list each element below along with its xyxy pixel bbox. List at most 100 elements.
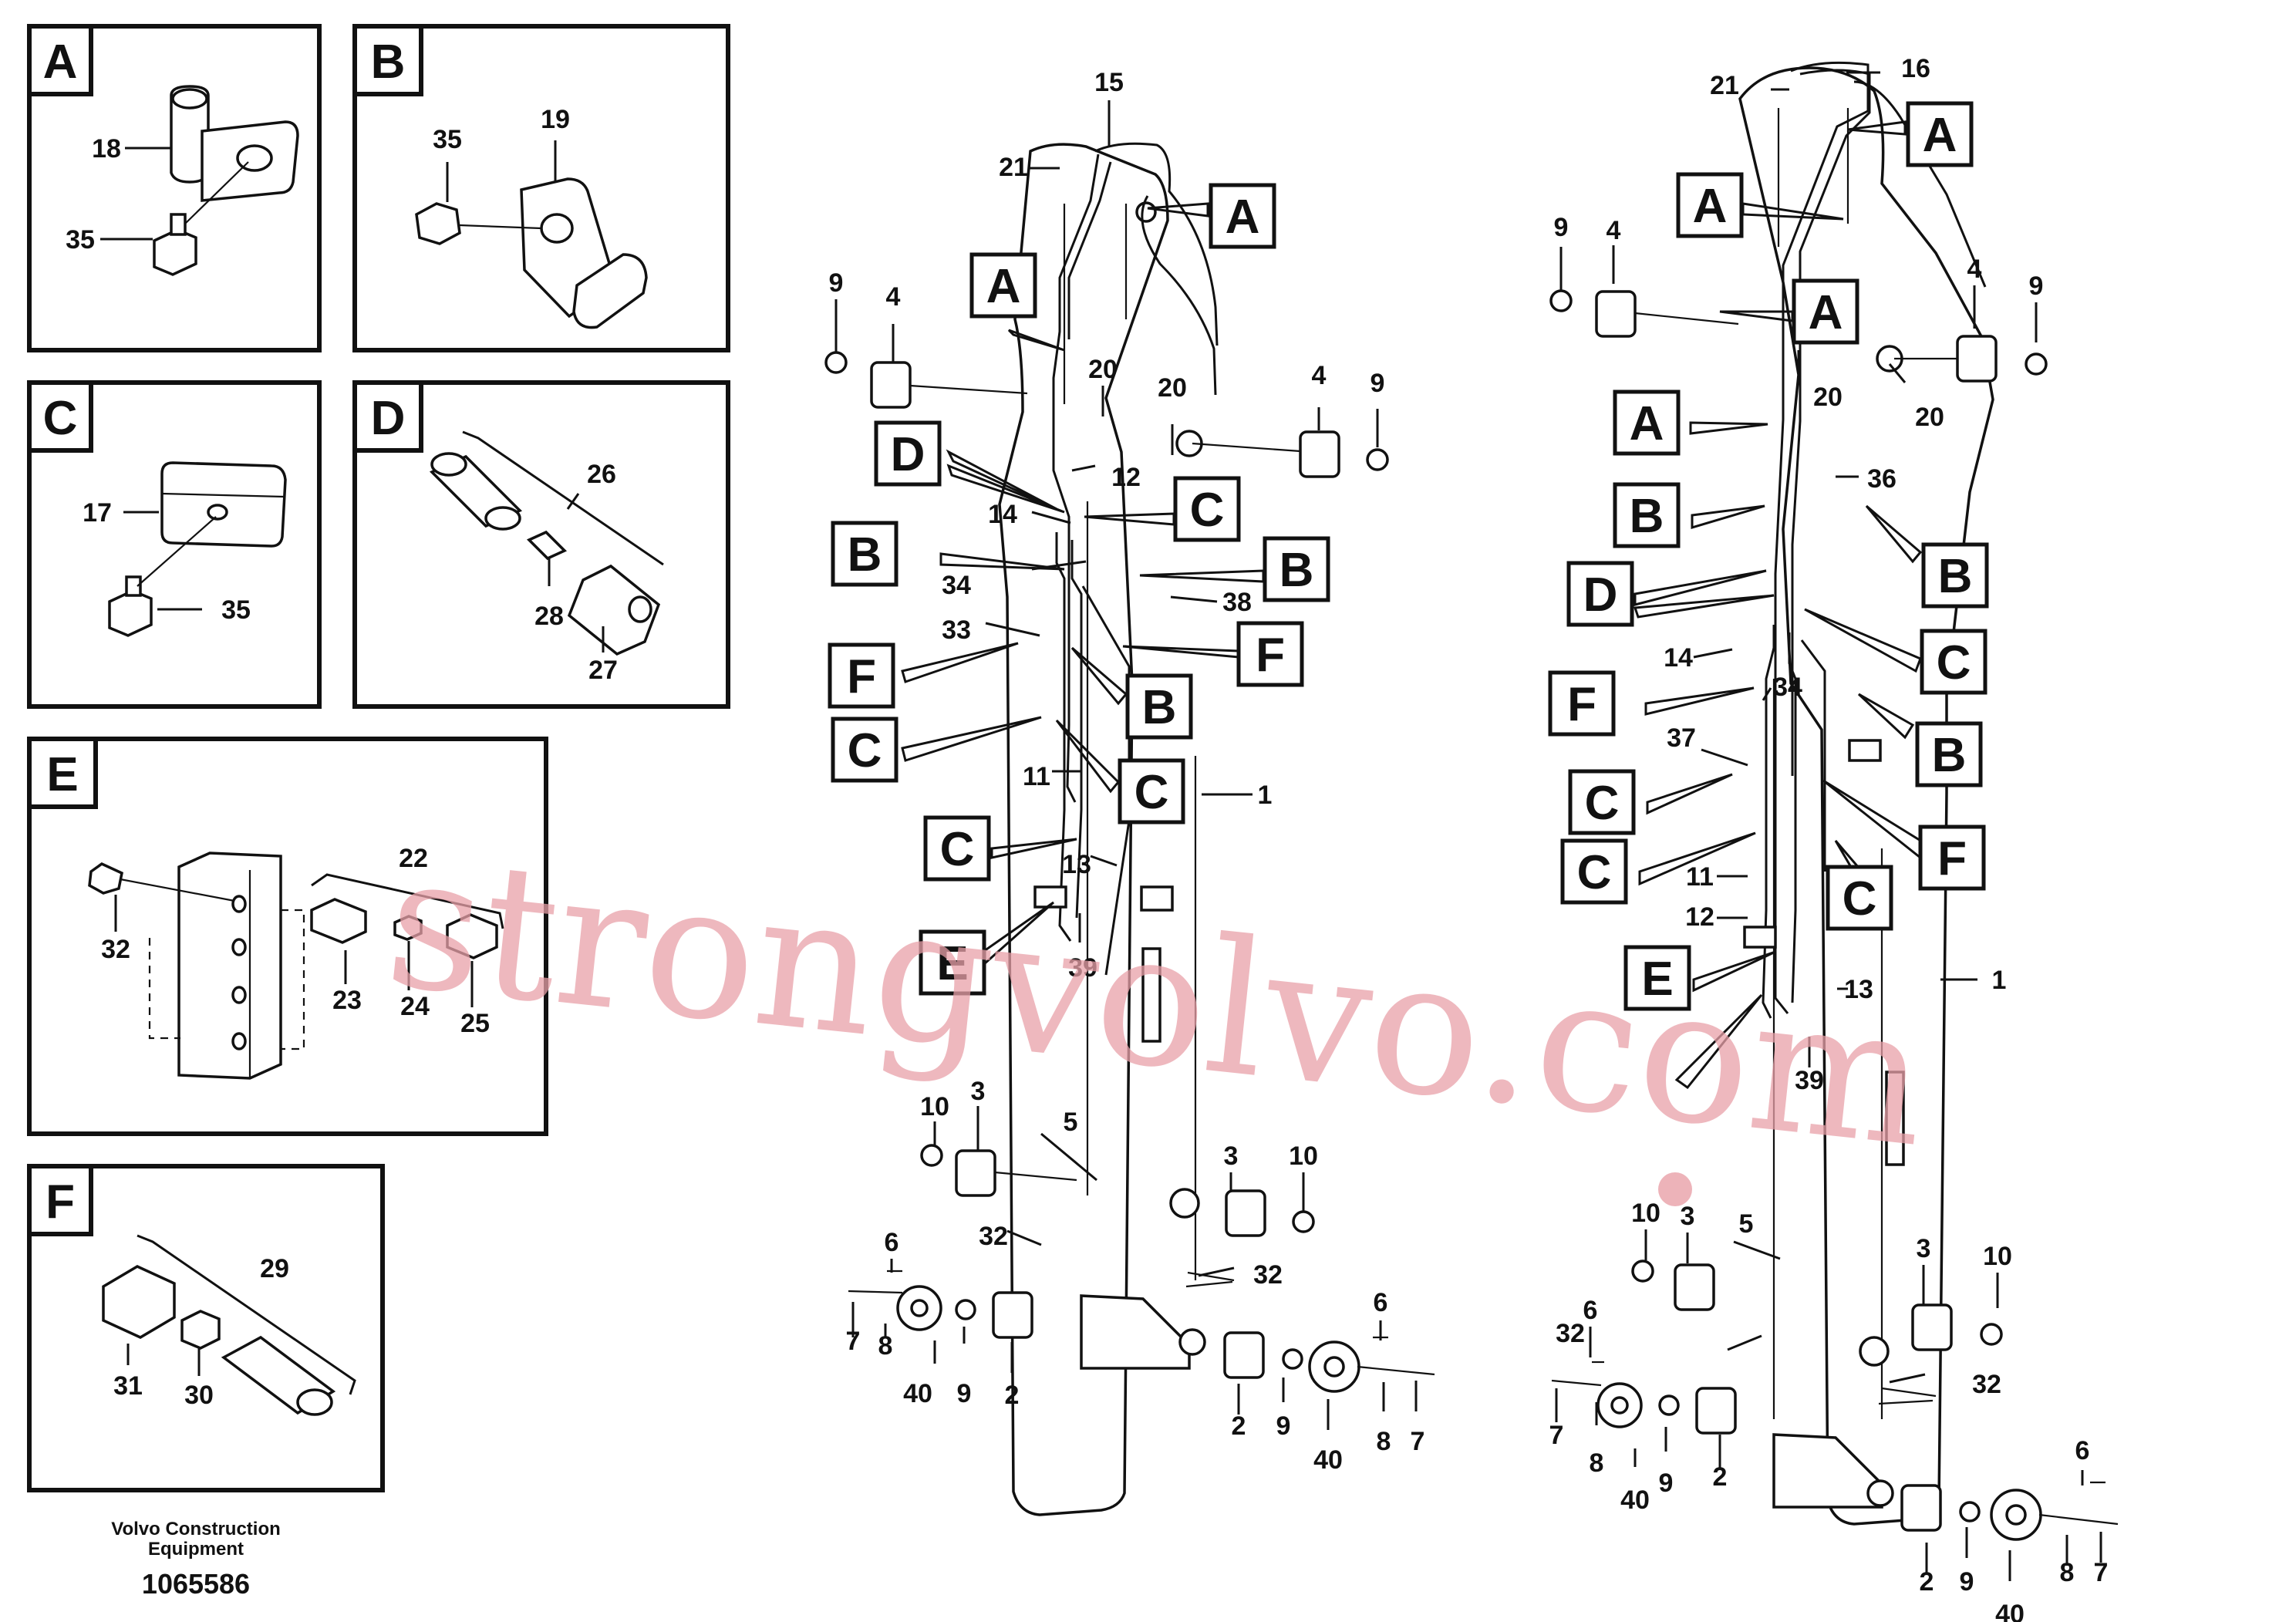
panel-d-label-26: 26 <box>587 460 616 489</box>
right-boom-callout-tag-letter: F <box>1937 832 1967 885</box>
left-boom-part-label-21: 21 <box>999 153 1028 182</box>
right-boom-callout-tag-b-5: B <box>1613 482 1681 548</box>
panel-b-letter: B <box>371 35 406 89</box>
panel-e-label-23: 23 <box>332 986 362 1015</box>
left-boom-callout-tag-letter: C <box>1135 766 1169 819</box>
right-boom-part-label-32: 32 <box>1556 1319 1585 1348</box>
right-boom-part-label-6: 6 <box>1583 1296 1598 1325</box>
left-boom-part-label-8: 8 <box>1377 1427 1391 1456</box>
left-boom-callout-tag-c-12: C <box>923 815 991 882</box>
right-boom-part-label-7: 7 <box>1549 1421 1564 1450</box>
right-boom-callout-tag-letter: A <box>1630 397 1664 450</box>
left-boom-callout-tag-b-5: B <box>831 521 899 587</box>
left-boom-part-label-6: 6 <box>1374 1288 1388 1317</box>
right-boom-part-label-1: 1 <box>1992 966 2007 995</box>
detail-panel-a: A 18 35 <box>27 24 322 352</box>
left-boom-callout-tag-a-1: A <box>1209 183 1276 249</box>
company-name-line2: Equipment <box>148 1539 244 1560</box>
right-boom-callout-tag-b-9: B <box>1915 721 1983 787</box>
left-boom-callout-tag-letter: A <box>1226 191 1260 244</box>
left-boom-part-label-9: 9 <box>1371 369 1385 398</box>
left-boom-part-label-39: 39 <box>1068 953 1097 983</box>
right-boom-callout-tag-c-7: C <box>1920 629 1988 695</box>
detail-panel-f: F 29 31 30 <box>27 1164 385 1492</box>
right-boom-part-label-39: 39 <box>1795 1066 1824 1095</box>
left-boom-callout-tag-letter: F <box>847 650 876 703</box>
right-boom-part-label-8: 8 <box>2060 1558 2075 1587</box>
panel-c-label-35: 35 <box>221 595 251 625</box>
left-boom-part-label-13: 13 <box>1062 850 1091 879</box>
panel-a-label-35: 35 <box>66 225 95 255</box>
right-boom-part-label-20: 20 <box>1813 383 1843 412</box>
panel-e-label-22: 22 <box>399 844 428 873</box>
left-boom-callout-tag-letter: E <box>936 937 968 990</box>
left-boom-callout-tag-letter: B <box>1142 681 1177 734</box>
panel-e-letter: E <box>46 748 78 801</box>
left-boom-callout-tag-letter: B <box>1279 544 1314 597</box>
left-boom-callout-tag-letter: A <box>986 260 1021 313</box>
left-boom-part-label-8: 8 <box>878 1331 893 1361</box>
left-boom-part-label-7: 7 <box>846 1327 861 1356</box>
left-boom-part-label-32: 32 <box>1253 1260 1283 1290</box>
right-boom-part-label-9: 9 <box>2029 271 2044 301</box>
right-boom-callout-tag-letter: C <box>1577 846 1612 899</box>
panel-b-label-19: 19 <box>541 105 570 134</box>
right-boom-callout-tag-letter: A <box>1923 109 1957 162</box>
right-boom-part-label-36: 36 <box>1867 464 1896 494</box>
right-boom-callout-tag-c-12: C <box>1568 769 1636 835</box>
panel-e-label-25: 25 <box>460 1009 490 1038</box>
panel-f-label-29: 29 <box>260 1254 289 1283</box>
left-boom-assembly <box>824 100 1435 1516</box>
left-boom-callout-tag-letter: C <box>848 724 882 777</box>
left-boom-callout-tag-f-7: F <box>1236 621 1304 687</box>
left-boom-part-label-5: 5 <box>1064 1108 1078 1137</box>
right-boom-callout-tag-a-2: A <box>1676 172 1744 238</box>
left-boom-callout-tag-a-2: A <box>969 252 1037 319</box>
right-boom-part-label-11: 11 <box>1686 862 1714 892</box>
left-boom-part-label-32: 32 <box>979 1222 1008 1251</box>
right-boom-part-label-6: 6 <box>2075 1436 2090 1465</box>
left-boom-part-label-40: 40 <box>903 1379 932 1408</box>
left-boom-callout-tag-letter: D <box>891 428 925 481</box>
right-boom-part-label-2: 2 <box>1713 1462 1728 1492</box>
right-boom-part-label-34: 34 <box>1773 673 1802 702</box>
left-boom-callout-tag-letter: C <box>940 823 975 876</box>
left-boom-part-label-14: 14 <box>988 500 1017 529</box>
right-boom-callout-tag-letter: A <box>1693 180 1728 233</box>
right-boom-part-label-2: 2 <box>1920 1567 1934 1597</box>
panel-c-letter: C <box>43 392 78 445</box>
left-boom-callout-tag-b-6: B <box>1263 536 1330 602</box>
right-boom-part-label-21: 21 <box>1710 71 1739 100</box>
left-boom-part-label-2: 2 <box>1005 1381 1020 1410</box>
left-boom-callout-tag-f-8: F <box>828 642 895 709</box>
left-boom-part-label-33: 33 <box>942 615 971 645</box>
panel-b-label-35: 35 <box>433 125 462 154</box>
left-boom-callout-tag-d-3: D <box>874 420 942 487</box>
right-boom-part-label-4: 4 <box>1967 255 1982 284</box>
left-boom-callout-tag-letter: C <box>1190 484 1225 537</box>
left-boom-part-label-15: 15 <box>1094 68 1124 97</box>
right-boom-callout-tag-letter: B <box>1938 550 1973 603</box>
right-boom-callout-tag-letter: A <box>1809 286 1843 339</box>
left-boom-callout-tag-b-9: B <box>1125 673 1193 740</box>
right-boom-part-label-40: 40 <box>1620 1485 1650 1515</box>
drawing-number: 1065586 <box>142 1568 250 1600</box>
right-boom-part-label-3: 3 <box>1917 1234 1931 1263</box>
left-boom-part-label-9: 9 <box>957 1379 972 1408</box>
left-boom-part-label-20: 20 <box>1158 373 1187 403</box>
panel-f-letter: F <box>46 1175 75 1229</box>
panel-a-letter: A <box>43 35 78 89</box>
right-boom-part-label-9: 9 <box>1659 1469 1674 1498</box>
left-boom-callout-tag-e-13: E <box>919 929 986 996</box>
left-boom-part-label-4: 4 <box>1312 361 1327 390</box>
right-boom-part-label-10: 10 <box>1631 1199 1660 1228</box>
company-name-line1: Volvo Construction <box>111 1519 281 1539</box>
left-boom-part-label-4: 4 <box>886 282 901 312</box>
right-boom-callout-tag-letter: C <box>1843 872 1877 926</box>
left-boom-callout-tag-c-10: C <box>831 717 899 783</box>
panel-f-label-31: 31 <box>113 1371 143 1401</box>
left-boom-part-label-38: 38 <box>1222 588 1252 617</box>
